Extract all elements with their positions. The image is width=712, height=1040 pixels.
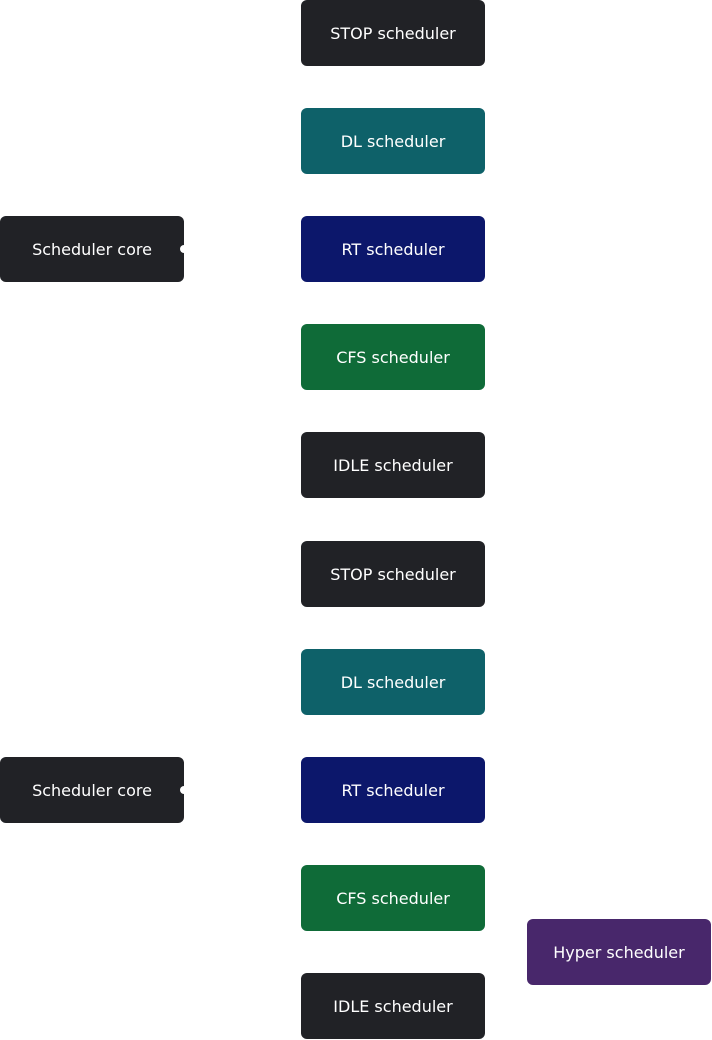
node-label: Hyper scheduler <box>553 942 685 962</box>
stop-scheduler-node-1: STOP scheduler <box>301 0 485 66</box>
node-label: STOP scheduler <box>330 564 456 584</box>
connector-port <box>180 786 188 794</box>
connector-port <box>180 245 188 253</box>
node-label: DL scheduler <box>340 672 446 692</box>
node-label: RT scheduler <box>341 780 445 800</box>
node-label: DL scheduler <box>340 131 446 151</box>
hyper-scheduler-node: Hyper scheduler <box>527 919 711 985</box>
node-label: CFS scheduler <box>336 347 450 367</box>
cfs-scheduler-node-2: CFS scheduler <box>301 865 485 931</box>
cfs-scheduler-node-1: CFS scheduler <box>301 324 485 390</box>
idle-scheduler-node-2: IDLE scheduler <box>301 973 485 1039</box>
node-label: STOP scheduler <box>330 23 456 43</box>
dl-scheduler-node-2: DL scheduler <box>301 649 485 715</box>
rt-scheduler-node-2: RT scheduler <box>301 757 485 823</box>
scheduler-core-node-2: Scheduler core <box>0 757 188 823</box>
node-label: CFS scheduler <box>336 888 450 908</box>
node-label: IDLE scheduler <box>333 455 453 475</box>
node-label: Scheduler core <box>32 239 152 259</box>
idle-scheduler-node-1: IDLE scheduler <box>301 432 485 498</box>
node-label: IDLE scheduler <box>333 996 453 1016</box>
scheduler-core-node-1: Scheduler core <box>0 216 188 282</box>
dl-scheduler-node-1: DL scheduler <box>301 108 485 174</box>
node-label: Scheduler core <box>32 780 152 800</box>
stop-scheduler-node-2: STOP scheduler <box>301 541 485 607</box>
node-label: RT scheduler <box>341 239 445 259</box>
rt-scheduler-node-1: RT scheduler <box>301 216 485 282</box>
